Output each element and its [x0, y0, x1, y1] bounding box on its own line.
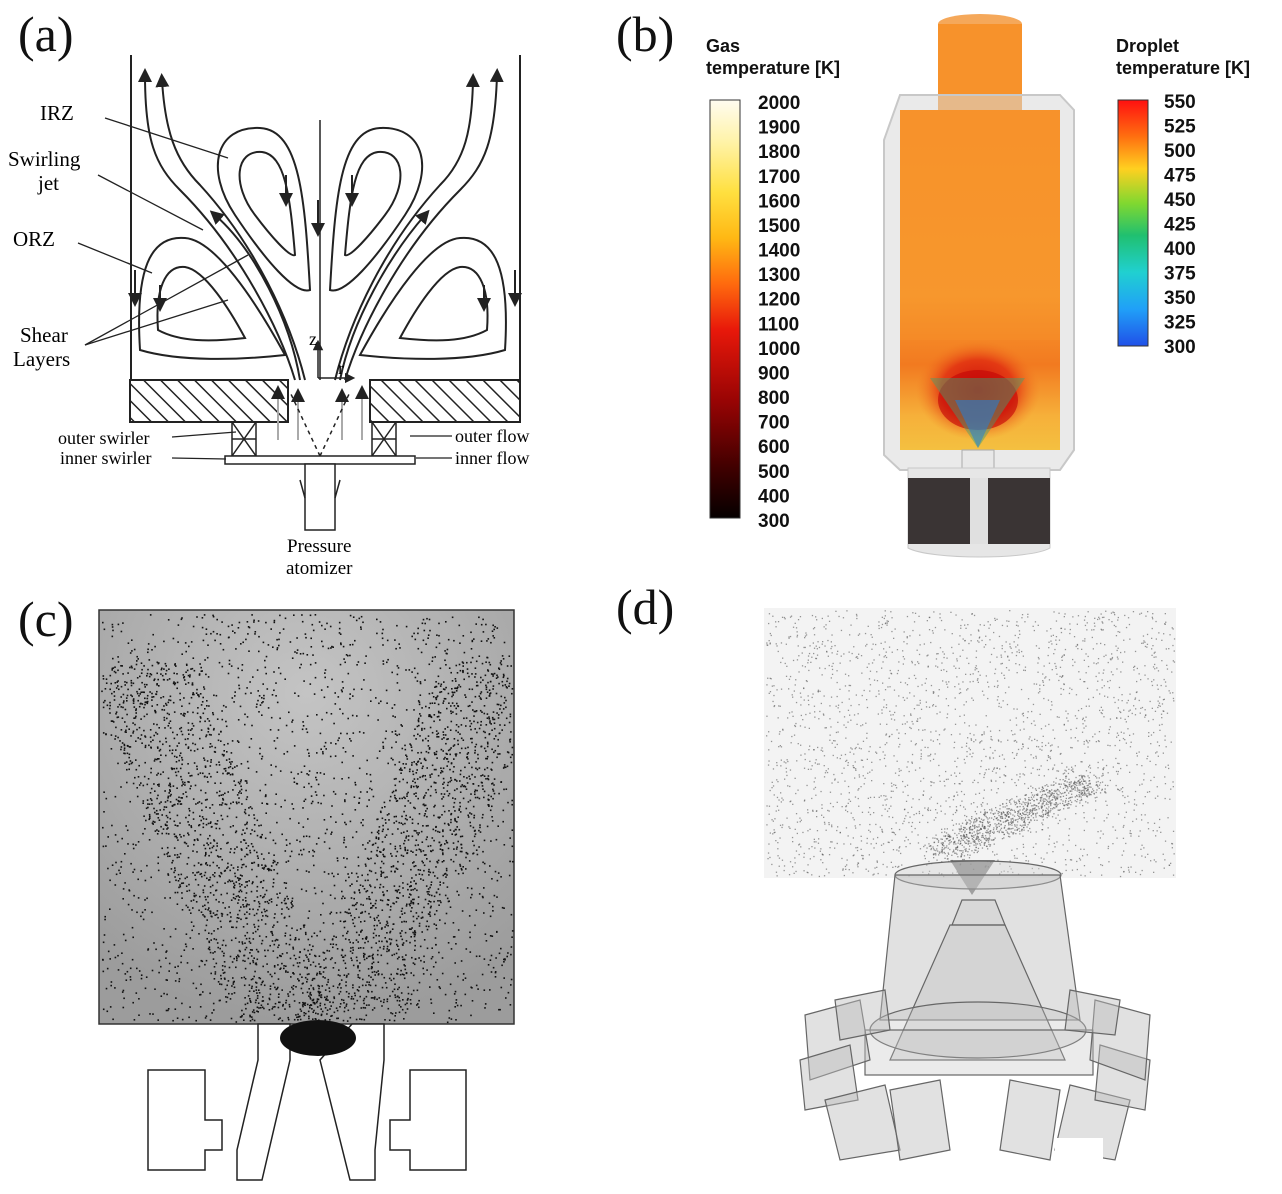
gas-colorbar-tick: 600 — [758, 437, 790, 458]
gas-colorbar-tick: 1900 — [758, 118, 800, 139]
left-dump-plate — [129, 379, 289, 423]
swirl-burner-schematic: z r IRZ Swirling — [8, 55, 529, 579]
droplet-colorbar — [1117, 99, 1149, 347]
panel-c-label: (c) — [18, 591, 74, 647]
axis-r-label: r — [338, 358, 344, 378]
gas-colorbar — [709, 99, 741, 519]
axis-z-label: z — [309, 329, 317, 349]
droplet-colorbar-tick: 450 — [1164, 190, 1196, 211]
droplet-colorbar-tick: 375 — [1164, 264, 1196, 285]
droplet-colorbar-tick: 425 — [1164, 215, 1196, 236]
droplet-colorbar-tick: 300 — [1164, 337, 1196, 358]
panel-a-label: (a) — [18, 6, 74, 62]
outer-recirculation-zone — [128, 236, 522, 360]
right-dump-plate — [369, 379, 521, 423]
combustor-temperature-render: Gas temperature [K] 2000 1900 1800 1700 1600… — [706, 14, 1250, 558]
panel-a: (a) — [0, 0, 600, 590]
droplet-colorbar-tick: 525 — [1164, 117, 1196, 138]
swirler-vanes — [231, 421, 397, 457]
combustor-geometry — [883, 14, 1075, 558]
swirler-geometry — [799, 860, 1151, 1161]
panel-b-label: (b) — [616, 6, 675, 62]
inner-swirler-label: inner swirler — [60, 448, 151, 468]
orz-label: ORZ — [13, 227, 55, 251]
dense-spray-core — [280, 1020, 356, 1056]
gas-colorbar-tick: 500 — [758, 462, 790, 483]
swirler-particle-render — [764, 608, 1176, 1168]
gas-colorbar-tick: 900 — [758, 363, 790, 384]
atomizer-label-2: atomizer — [286, 558, 353, 579]
droplet-colorbar-tick: 550 — [1164, 92, 1196, 113]
gas-colorbar-tick: 700 — [758, 413, 790, 434]
shear-layers-label-1: Shear — [20, 323, 68, 347]
pressure-atomizer-body — [304, 463, 336, 531]
swirling-jet-left — [138, 68, 306, 381]
inner-recirculation-zone — [216, 126, 424, 292]
panel-d: (d) — [600, 579, 1282, 1194]
gas-colorbar-title-1: Gas — [706, 36, 740, 56]
outer-flow-label: outer flow — [455, 426, 529, 446]
droplet-colorbar-tick: 475 — [1164, 166, 1196, 187]
gas-colorbar-tick: 1400 — [758, 241, 800, 262]
gas-colorbar-title-2: temperature [K] — [706, 58, 840, 78]
droplet-colorbar-tick: 400 — [1164, 239, 1196, 260]
irz-label: IRZ — [40, 101, 74, 125]
swirling-jet-label-2: jet — [37, 171, 59, 195]
shear-layers-label-2: Layers — [13, 347, 70, 371]
particle-cloud-region — [764, 608, 1176, 878]
droplet-colorbar-tick: 350 — [1164, 288, 1196, 309]
nozzle-outline — [147, 1023, 467, 1181]
panel-c: (c) — [0, 590, 600, 1194]
panel-b: (b) — [600, 0, 1282, 590]
atomizer-label-1: Pressure — [287, 536, 351, 557]
swirling-jet-label-1: Swirling — [8, 147, 81, 171]
droplet-colorbar-tick: 500 — [1164, 141, 1196, 162]
inner-flow-label: inner flow — [455, 448, 529, 468]
gas-colorbar-tick: 1500 — [758, 216, 800, 237]
droplet-colorbar-title-2: temperature [K] — [1116, 58, 1250, 78]
gas-colorbar-tick: 2000 — [758, 93, 800, 114]
droplet-colorbar-title-1: Droplet — [1116, 36, 1179, 56]
gas-colorbar-tick: 1200 — [758, 290, 800, 311]
gas-colorbar-tick: 1000 — [758, 339, 800, 360]
outer-swirler-label: outer swirler — [58, 428, 149, 448]
droplet-colorbar-tick: 325 — [1164, 313, 1196, 334]
gas-colorbar-tick: 1700 — [758, 167, 800, 188]
gas-colorbar-tick: 1600 — [758, 191, 800, 212]
gas-colorbar-tick: 1300 — [758, 265, 800, 286]
panel-d-label: (d) — [616, 579, 675, 635]
gas-colorbar-tick: 400 — [758, 486, 790, 507]
particle-scatter-slice — [98, 609, 515, 1181]
gas-colorbar-tick: 1100 — [758, 314, 799, 335]
gas-colorbar-tick: 800 — [758, 388, 790, 409]
swirling-jet-right — [334, 68, 504, 381]
gas-colorbar-tick: 300 — [758, 511, 790, 532]
gas-colorbar-tick: 1800 — [758, 142, 800, 163]
